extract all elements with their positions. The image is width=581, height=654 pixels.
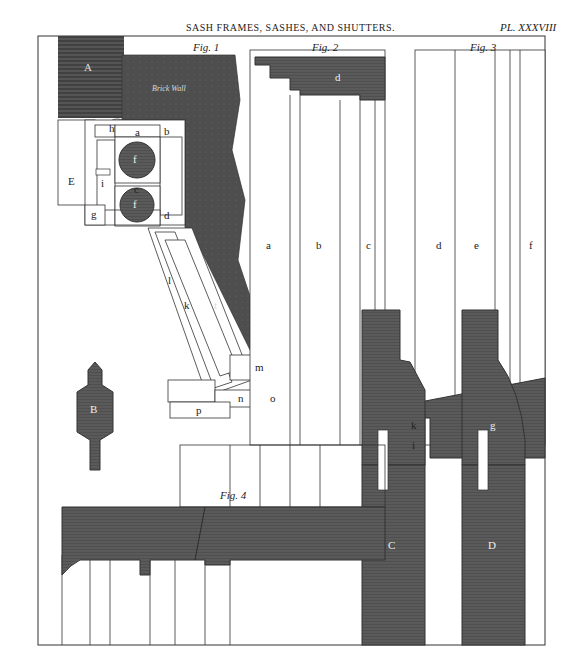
callout-letter: l	[168, 275, 171, 286]
callout-letter: c	[134, 184, 139, 195]
callout-letter: t	[214, 300, 217, 311]
callout-letter: d	[164, 210, 170, 221]
callout-letter: k	[411, 420, 417, 431]
callout-letter: D	[488, 540, 496, 551]
callout-letter: g	[490, 420, 496, 431]
callout-letter: A	[84, 62, 92, 73]
callout-letter: h	[109, 123, 115, 134]
callout-letter: m	[255, 362, 264, 373]
callout-letter: f	[133, 154, 137, 165]
callout-letter: g	[91, 209, 97, 220]
callout-letter: B	[90, 404, 97, 415]
callout-letter: o	[270, 393, 276, 404]
callout-letter: p	[196, 405, 202, 416]
callout-letter: n	[238, 393, 244, 404]
callout-letter: i	[412, 440, 415, 451]
callout-letter: b	[164, 126, 170, 137]
callout-letter: k	[184, 300, 190, 311]
callout-letter: C	[388, 540, 395, 551]
figure-label: Fig. 2	[312, 42, 338, 53]
callout-letter: e	[474, 240, 479, 251]
callout-letter: a	[266, 240, 271, 251]
figure-label: Fig. 4	[220, 490, 246, 501]
callout-letter: i	[101, 178, 104, 189]
callout-letter: c	[366, 240, 371, 251]
figure-label: Fig. 1	[193, 42, 219, 53]
figure-label: PL. XXXVIII	[500, 22, 556, 33]
callout-letter: f	[529, 240, 533, 251]
callout-letter: E	[68, 176, 75, 187]
callout-letter: d	[335, 72, 341, 83]
callout-letter: b	[316, 240, 322, 251]
callout-letter: f	[133, 199, 137, 210]
callout-letter: Brick Wall	[152, 85, 186, 93]
callout-letter: d	[436, 240, 442, 251]
figure-label: Fig. 3	[470, 42, 496, 53]
plate-title: SASH FRAMES, SASHES, AND SHUTTERS.	[186, 22, 395, 33]
callout-letter: a	[135, 127, 140, 138]
